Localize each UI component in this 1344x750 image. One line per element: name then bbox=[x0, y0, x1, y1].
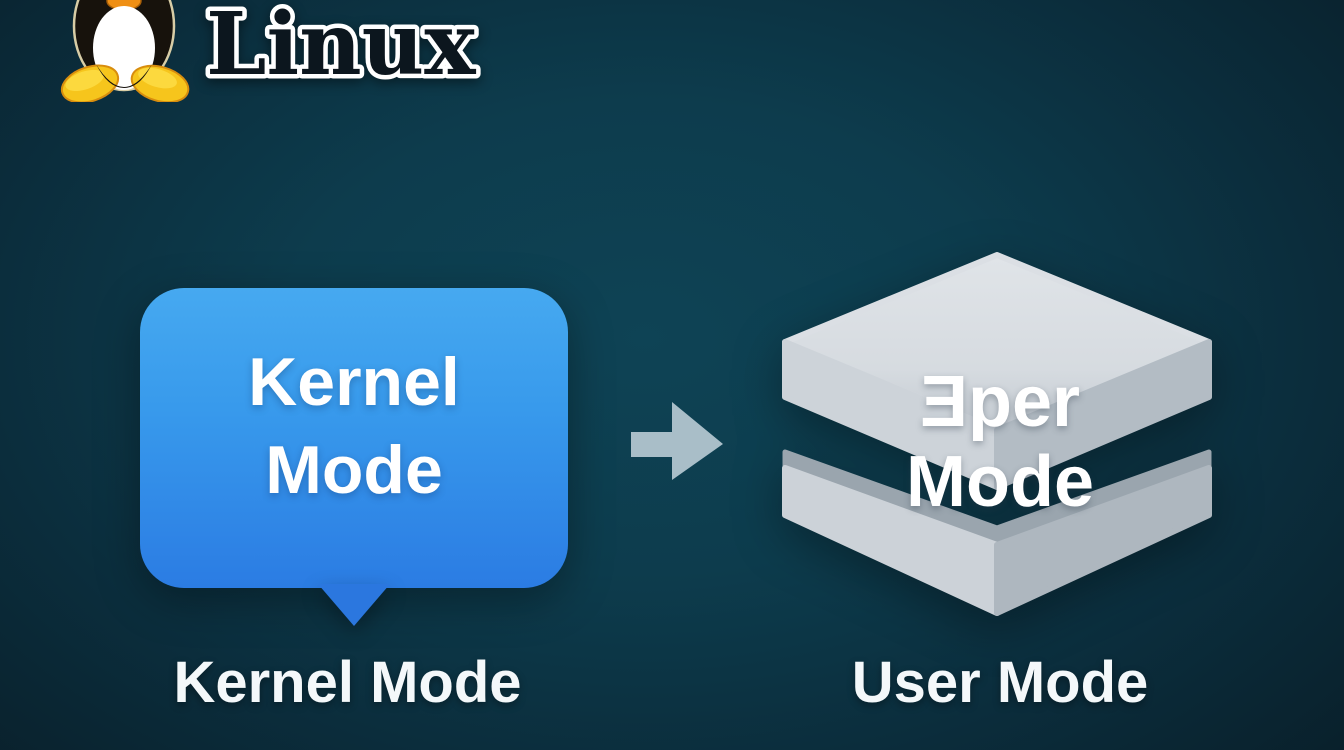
box-label-line1: Ǝper bbox=[919, 362, 1081, 442]
bubble-label-line1: Kernel bbox=[248, 344, 460, 420]
user-mode-box bbox=[782, 252, 1212, 616]
kernel-mode-caption: Kernel Mode bbox=[173, 650, 522, 715]
tux-penguin-icon bbox=[60, 0, 190, 102]
kernel-mode-bubble: Kernel Mode bbox=[140, 288, 568, 588]
user-mode-box-label: Ǝper Mode bbox=[780, 362, 1220, 522]
right-arrow-icon bbox=[631, 402, 723, 480]
linux-wordmark: Linux bbox=[202, 0, 481, 96]
bubble-tail bbox=[318, 584, 390, 626]
linux-logo: Linux bbox=[48, 0, 568, 110]
brand-text: Linux bbox=[206, 0, 476, 95]
bubble-label-line2: Mode bbox=[265, 432, 443, 508]
box-label-line2: Mode bbox=[906, 442, 1094, 522]
kernel-mode-bubble-label: Kernel Mode bbox=[140, 338, 568, 514]
user-mode-caption: User Mode bbox=[851, 650, 1149, 715]
